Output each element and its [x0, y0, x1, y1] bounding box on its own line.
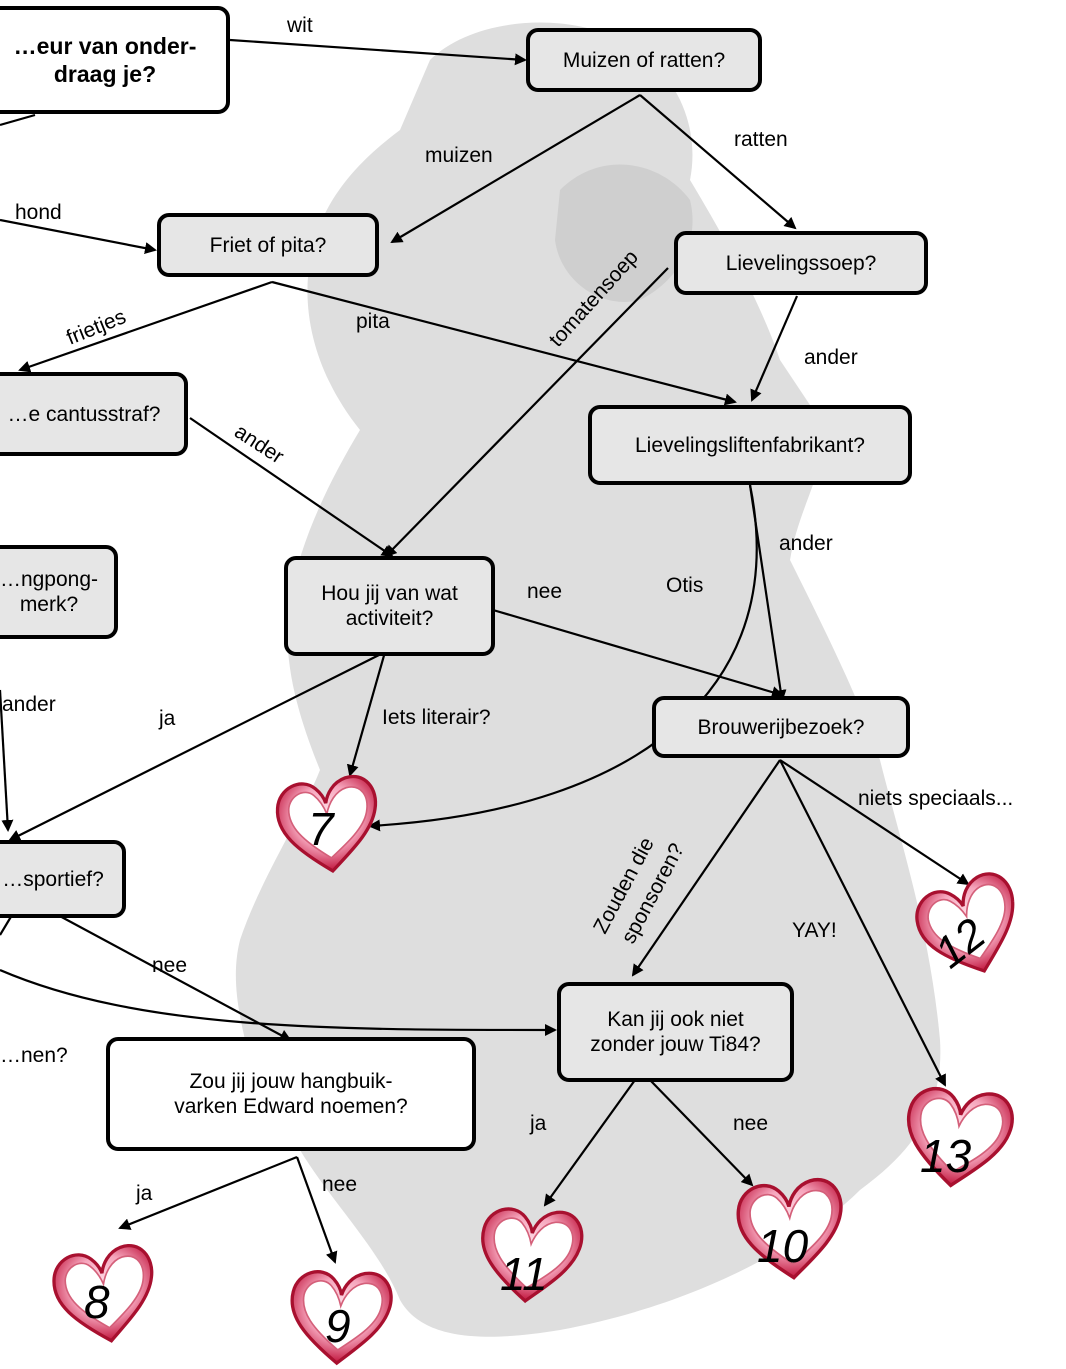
- node-sportief: …sportief?: [0, 840, 126, 918]
- node-muizen-ratten: Muizen of ratten?: [526, 28, 762, 92]
- outcome-11: 11: [500, 1248, 548, 1300]
- node-liftenfabrikant: Lievelingsliftenfabrikant?: [588, 405, 912, 485]
- label-nee-hangbuik: nee: [322, 1173, 357, 1196]
- node-sportief-text: …sportief?: [2, 867, 104, 891]
- label-ja-ti84: ja: [529, 1112, 547, 1135]
- edge-niets-speciaals: [779, 759, 970, 886]
- edge-pita: [271, 280, 737, 406]
- edge-sportief-ti84: [0, 968, 557, 1036]
- edge-ander-soep: [750, 295, 799, 402]
- node-kleur-text: …eur van onder- draag je?: [13, 33, 197, 87]
- label-ja-hangbuik: ja: [135, 1182, 153, 1205]
- label-nee-activiteit: nee: [527, 580, 562, 603]
- label-nee-ti84: nee: [733, 1112, 768, 1135]
- outcome-9: 9: [325, 1300, 351, 1352]
- outcome-7: 7: [308, 803, 335, 855]
- edge-ander-cantus: [189, 417, 394, 558]
- label-noemen-partial: …nen?: [0, 1044, 68, 1067]
- heart-13-icon: 13: [898, 1081, 1018, 1195]
- label-niets-speciaals: niets speciaals...: [858, 787, 1013, 810]
- edge-sponsoren: [631, 759, 781, 977]
- edge-hond: [0, 218, 157, 254]
- node-hangbuik-text: Zou jij jouw hangbuik- varken Edward noe…: [174, 1070, 408, 1118]
- label-otis: Otis: [666, 574, 703, 597]
- edge-tomatensoep: [384, 267, 669, 558]
- node-pingpong: …ngpong- merk?: [0, 545, 118, 639]
- label-muizen: muizen: [425, 144, 493, 167]
- edge-sportief-down: [0, 914, 13, 936]
- node-lievelingssoep-text: Lievelingssoep?: [725, 251, 877, 275]
- label-ratten: ratten: [734, 128, 788, 151]
- node-brouwerij: Brouwerijbezoek?: [652, 696, 910, 758]
- label-ander-soep: ander: [804, 346, 858, 369]
- edge-kleur-out: [0, 113, 36, 127]
- label-nee-sportief: nee: [152, 954, 187, 977]
- node-liftenfabrikant-text: Lievelingsliftenfabrikant?: [635, 433, 865, 457]
- heart-9-icon: 9: [286, 1266, 395, 1369]
- node-brouwerij-text: Brouwerijbezoek?: [697, 715, 865, 739]
- label-wit: wit: [286, 14, 313, 37]
- edge-ja-hangbuik: [118, 1155, 298, 1230]
- node-ti84: Kan jij ook niet zonder jouw Ti84?: [557, 982, 794, 1082]
- node-cantusstraf-text: …e cantusstraf?: [7, 402, 161, 426]
- node-muizen-ratten-text: Muizen of ratten?: [562, 48, 726, 72]
- outcome-10: 10: [757, 1220, 809, 1272]
- edge-nee-hangbuik: [295, 1156, 338, 1264]
- outcome-13: 13: [920, 1130, 972, 1182]
- node-activiteit-text: Hou jij van wat activiteit?: [321, 582, 458, 630]
- heart-11-icon: 11: [474, 1202, 586, 1308]
- label-ander-pingpong: ander: [2, 693, 56, 716]
- label-ja-activiteit: ja: [158, 707, 176, 730]
- edge-yay: [779, 759, 946, 1087]
- edge-ja-activiteit: [8, 651, 386, 841]
- edge-nee-sportief: [29, 899, 292, 1041]
- node-kleur-ondergoed: …eur van onder- draag je?: [0, 6, 230, 114]
- node-hangbuik: Zou jij jouw hangbuik- varken Edward noe…: [106, 1037, 476, 1151]
- edge-wit: [229, 38, 527, 66]
- node-ti84-text: Kan jij ook niet zonder jouw Ti84?: [590, 1008, 761, 1056]
- node-activiteit: Hou jij van wat activiteit?: [284, 556, 495, 656]
- edge-ja-ti84: [543, 1079, 636, 1207]
- label-hond: hond: [15, 201, 62, 224]
- edge-muizen: [390, 94, 641, 244]
- label-ander-lift: ander: [779, 532, 833, 555]
- node-friet-pita: Friet of pita?: [157, 213, 379, 277]
- heart-8-icon: 8: [48, 1241, 163, 1350]
- label-ander-cantus: ander: [230, 420, 288, 469]
- edge-ratten: [639, 94, 797, 230]
- edge-nee-ti84: [649, 1079, 754, 1187]
- node-lievelingssoep: Lievelingssoep?: [674, 231, 928, 295]
- edge-nee-activiteit: [492, 608, 784, 698]
- edge-iets-literair: [346, 651, 387, 777]
- node-friet-pita-text: Friet of pita?: [209, 233, 327, 257]
- label-iets-literair: Iets literair?: [382, 706, 491, 729]
- node-cantusstraf: …e cantusstraf?: [0, 372, 188, 456]
- edge-ander-pingpong: [0, 689, 14, 832]
- node-pingpong-text: …ngpong- merk?: [0, 568, 99, 616]
- label-yay: YAY!: [792, 919, 837, 942]
- outcome-8: 8: [84, 1276, 110, 1328]
- edges: [0, 38, 970, 1264]
- heart-7-icon: 7: [272, 772, 384, 878]
- heart-10-icon: 10: [734, 1176, 848, 1283]
- edge-frietjes: [18, 280, 273, 373]
- label-pita: pita: [356, 310, 390, 333]
